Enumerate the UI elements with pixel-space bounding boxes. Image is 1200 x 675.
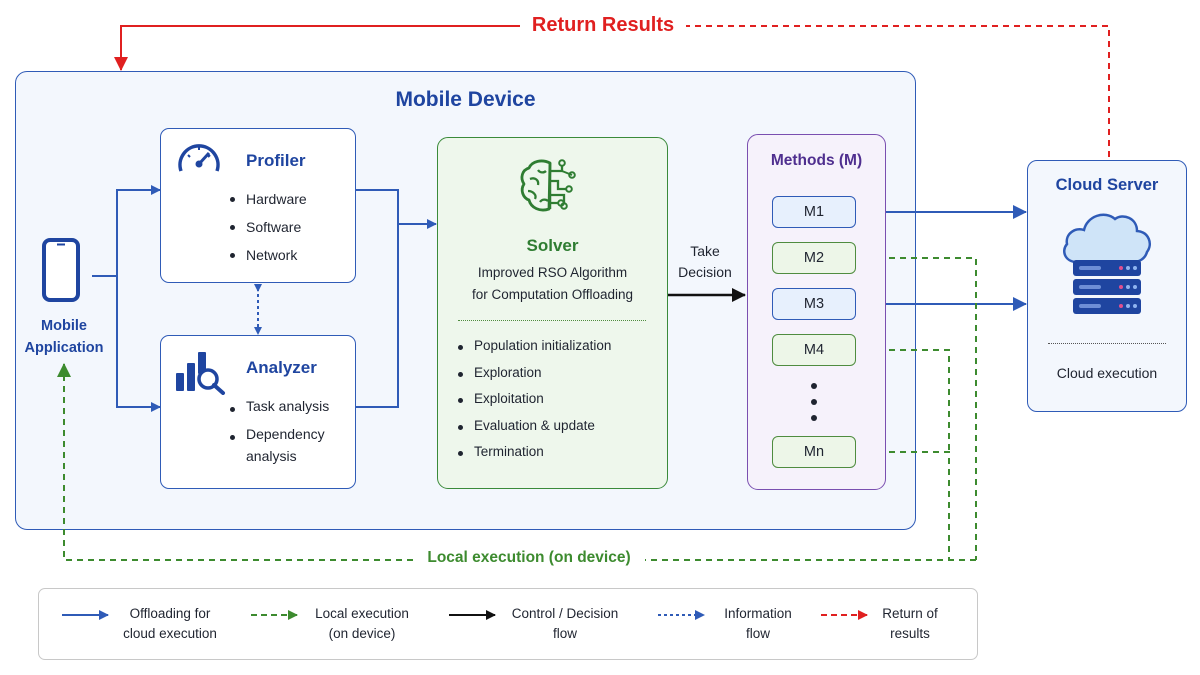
analyzer-item: Task analysis [228,395,329,417]
mobile-application-label: Mobile Application [24,318,104,356]
solver-step: Termination [456,439,611,466]
solver-step: Exploration [456,360,611,387]
app-to-profiler-arrow [92,185,161,277]
local-execution-label: Local execution (on device) [413,549,645,567]
analyzer-item: Dependency analysis [228,423,329,467]
profiler-item: Network [228,241,307,269]
legend-local-label: Local execution (on device) [315,606,409,641]
profiler-item: Hardware [228,185,307,213]
profiler-card [160,128,356,283]
profiler-item: Software [228,213,307,241]
speedometer-icon [176,137,222,182]
solver-divider [458,320,646,321]
bar-chart-magnifier-icon [174,349,226,400]
method-m3: M3 [772,288,856,320]
m2-local-line [856,257,977,560]
solver-title: Solver [526,236,579,255]
ellipsis-dot [811,383,817,389]
method-mn: Mn [772,436,856,468]
analyzer-list: Task analysis Dependency analysis [228,395,329,467]
solver-step: Population initialization [456,333,611,360]
solver-step: Exploitation [456,386,611,413]
cloud-execution-label: Cloud execution [1056,365,1158,381]
profiler-list: Hardware Software Network [228,185,307,269]
methods-title: Methods (M) [770,152,863,169]
legend-info-label: Information flow [724,606,792,641]
method-m1: M1 [772,196,856,228]
analyzer-card [160,335,356,489]
methods-panel [747,134,886,490]
legend-control-label: Control / Decision flow [511,606,619,641]
legend-return-label: Return of results [882,606,938,641]
cloud-server-icon [1059,204,1155,327]
ellipsis-dot [811,399,817,405]
return-results-arrow [686,25,1110,157]
profiler-title: Profiler [246,151,306,170]
ellipsis-dot [811,415,817,421]
method-m4: M4 [772,334,856,366]
legend-box [38,588,978,660]
mobile-device-title: Mobile Device [395,88,536,111]
return-results-label: Return Results [520,14,686,37]
smartphone-icon [42,238,80,307]
take-decision-label: Take Decision [678,243,732,280]
mn-local-line [856,451,950,560]
legend-symbols [62,610,868,620]
solver-subtitle: Improved RSO Algorithm for Computation O… [471,265,634,302]
m4-local-line [856,349,950,452]
cloud-divider [1048,343,1166,344]
solver-step: Evaluation & update [456,413,611,440]
solver-steps: Population initialization Exploration Ex… [456,333,611,466]
return-results-arrow-head [114,25,520,71]
analyzer-title: Analyzer [246,358,317,377]
profiler-to-solver-line [356,189,399,408]
app-to-analyzer-arrow [116,276,161,412]
method-m2: M2 [772,242,856,274]
legend-offload-label: Offloading for cloud execution [123,606,217,641]
brain-circuit-icon [518,157,584,222]
cloud-server-title: Cloud Server [1055,176,1159,194]
